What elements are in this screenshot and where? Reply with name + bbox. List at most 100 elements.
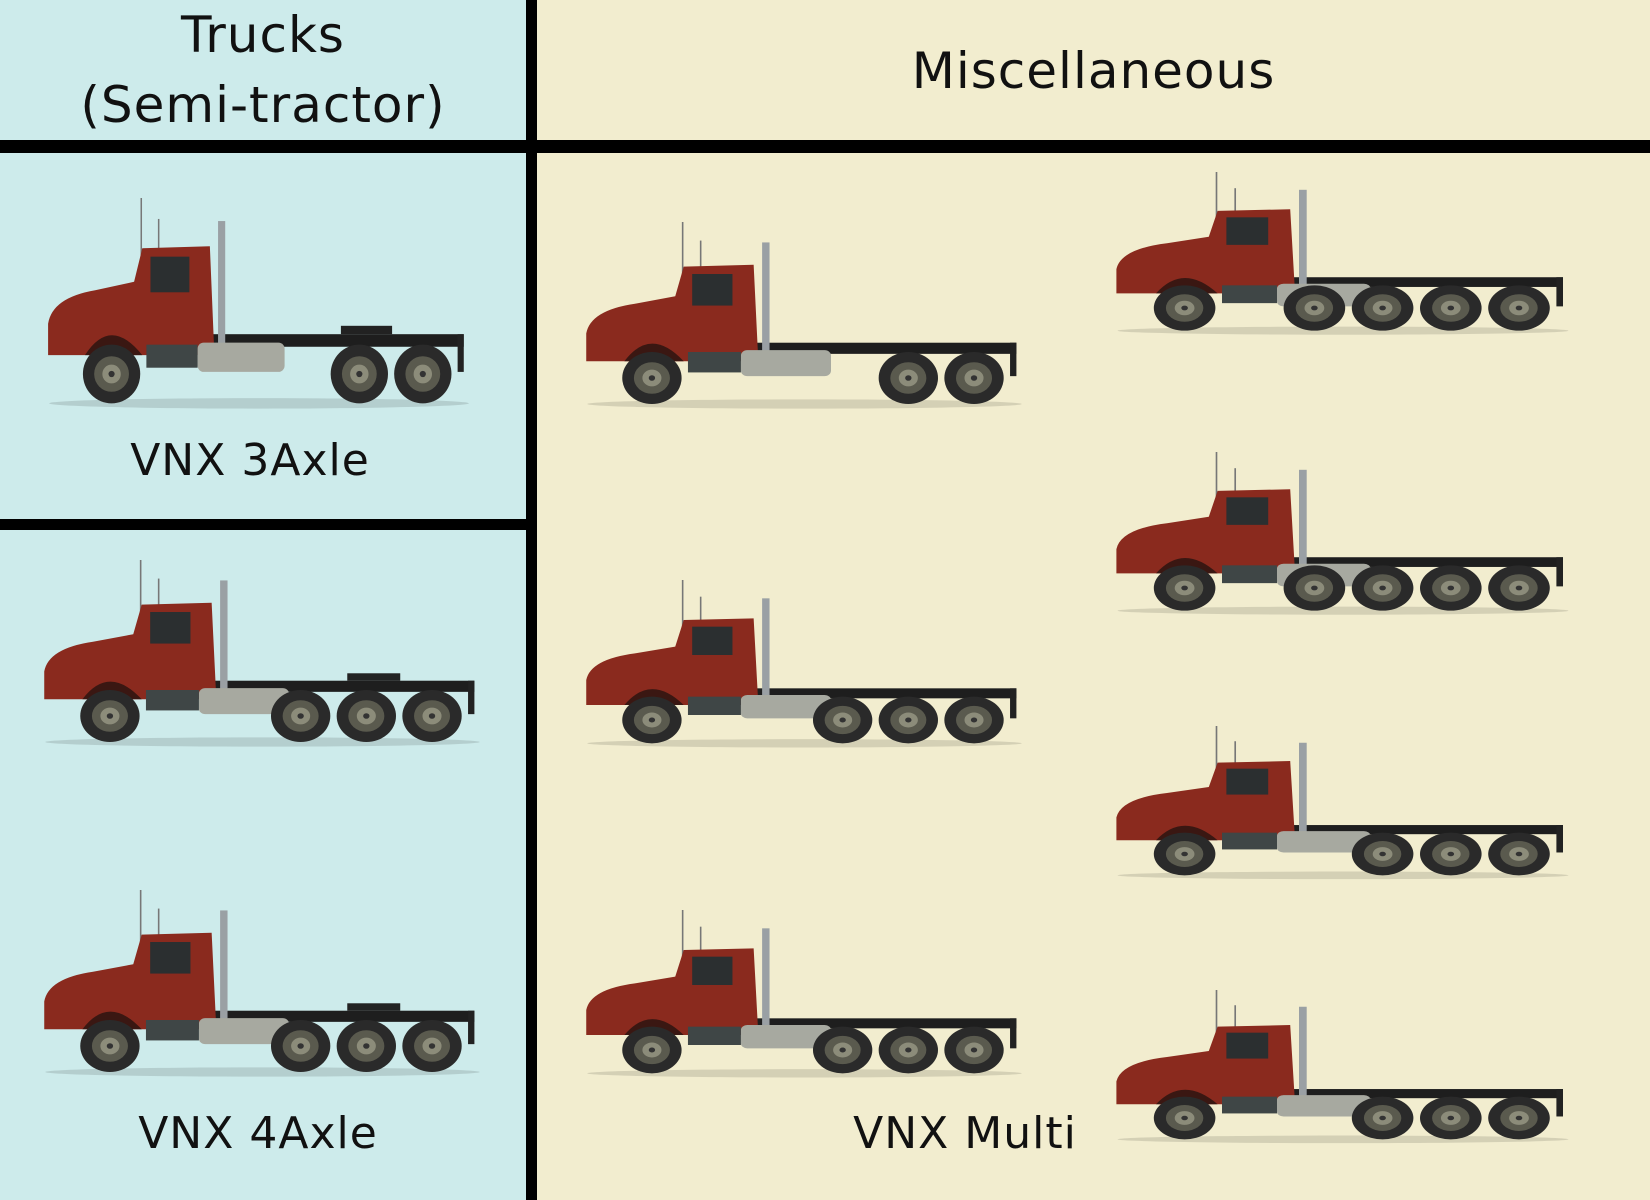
mud-flap <box>1556 277 1563 307</box>
four-axle-label: VNX 4Axle <box>138 1108 378 1159</box>
wheel <box>336 690 396 742</box>
wheel <box>878 696 938 744</box>
battery-box <box>687 1026 741 1045</box>
wheel <box>1283 565 1346 611</box>
misc-header: Miscellaneous <box>911 42 1276 100</box>
wheel <box>1351 832 1414 876</box>
wheel <box>812 696 873 744</box>
exhaust-stack <box>1299 189 1307 287</box>
three-axle-label: VNX 3Axle <box>130 435 370 486</box>
wheel <box>1488 285 1550 331</box>
truck-drawing <box>586 580 1022 748</box>
mud-flap <box>1556 557 1563 587</box>
mud-flap <box>457 334 464 372</box>
truck-multi-4 <box>1112 172 1574 342</box>
truck-drawing <box>1116 726 1569 880</box>
truck-drawing <box>586 222 1022 409</box>
cab-window <box>150 256 190 293</box>
wheel <box>1153 1096 1216 1140</box>
battery-box <box>145 690 199 711</box>
wheel <box>1351 285 1414 331</box>
frame <box>1277 277 1563 287</box>
truck-drawing <box>586 910 1022 1078</box>
wheel <box>1153 565 1216 611</box>
wheel <box>330 344 388 404</box>
wheel <box>336 1020 396 1072</box>
mud-flap <box>1010 688 1017 719</box>
fuel-tank <box>1277 831 1371 853</box>
cab-window <box>1226 217 1269 245</box>
cab-window <box>150 612 191 644</box>
cab-window <box>692 626 733 655</box>
wheel <box>944 1026 1004 1074</box>
frame <box>1277 825 1563 835</box>
battery-box <box>1222 832 1277 850</box>
wheel <box>1420 832 1482 876</box>
fuel-tank <box>197 342 285 372</box>
fuel-tank <box>740 695 831 719</box>
frame <box>740 1018 1017 1029</box>
truck-multi-1 <box>582 222 1027 417</box>
truck-vnx-3axle <box>44 198 474 418</box>
wheel <box>270 1020 331 1072</box>
battery-box <box>146 344 198 368</box>
wheel <box>1351 1096 1414 1140</box>
frame <box>1277 557 1563 567</box>
frame <box>1277 1089 1563 1099</box>
cab-window <box>1226 768 1269 795</box>
mud-flap <box>468 1010 475 1045</box>
wheel <box>622 1026 682 1074</box>
wheel <box>622 696 682 744</box>
exhaust-stack <box>1299 742 1307 835</box>
wheel <box>944 352 1004 404</box>
truck-drawing <box>44 890 480 1077</box>
cab-window <box>692 956 733 985</box>
wheel <box>622 352 682 404</box>
truck-multi-5 <box>1112 452 1574 622</box>
exhaust-stack <box>220 580 228 692</box>
wheel <box>80 690 140 742</box>
fuel-tank <box>740 350 831 377</box>
frame <box>740 688 1017 699</box>
cab-window <box>1226 497 1269 525</box>
wheel <box>1488 565 1550 611</box>
wheel <box>270 690 331 742</box>
exhaust-stack <box>762 598 770 699</box>
mud-flap <box>1010 342 1017 377</box>
exhaust-stack <box>1299 469 1307 567</box>
multi-label: VNX Multi <box>853 1108 1077 1159</box>
battery-box <box>687 352 741 373</box>
exhaust-stack <box>220 910 228 1022</box>
wheel <box>1420 1096 1482 1140</box>
wheel <box>394 344 452 404</box>
fuel-tank <box>198 688 289 715</box>
mud-flap <box>468 680 475 715</box>
wheel <box>1488 832 1550 876</box>
battery-box <box>1222 1096 1277 1114</box>
truck-multi-3 <box>582 910 1027 1085</box>
wheel <box>1153 832 1216 876</box>
wheel <box>402 1020 462 1072</box>
wheel <box>1488 1096 1550 1140</box>
frame <box>198 1010 475 1022</box>
truck-drawing <box>48 198 469 409</box>
wheel <box>1420 285 1482 331</box>
truck-drawing <box>1116 452 1569 615</box>
truck-multi-7 <box>1112 990 1574 1150</box>
wheel <box>82 344 141 404</box>
fifth-wheel <box>340 325 393 335</box>
mud-flap <box>1556 825 1563 853</box>
truck-vnx-4axle-2 <box>40 890 485 1085</box>
truck-multi-2 <box>582 580 1027 755</box>
exhaust-stack <box>762 242 770 354</box>
truck-drawing <box>44 560 480 747</box>
truck-vnx-4axle-1 <box>40 560 485 755</box>
trucks-header-line2: (Semi-tractor) <box>80 76 446 134</box>
fuel-tank <box>1277 1095 1371 1117</box>
trucks-header-line1: Trucks <box>181 6 345 64</box>
wheel <box>812 1026 873 1074</box>
mud-flap <box>1556 1089 1563 1117</box>
truck-drawing <box>1116 990 1569 1144</box>
exhaust-stack <box>762 928 770 1029</box>
battery-box <box>145 1020 199 1041</box>
